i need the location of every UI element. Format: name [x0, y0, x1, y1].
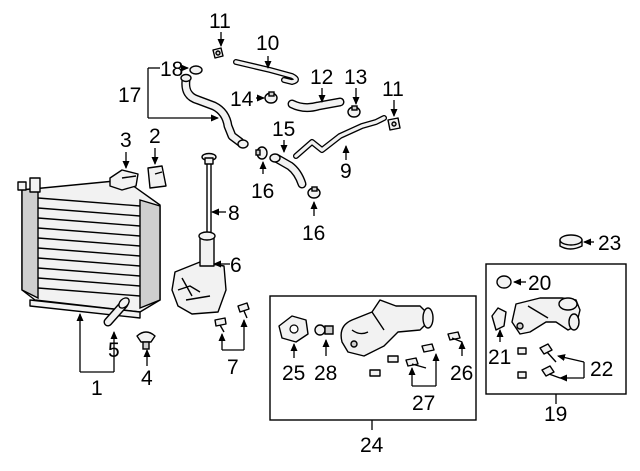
callout-11-right: 11	[382, 78, 404, 101]
group-box-24	[269, 295, 477, 421]
callout-26: 26	[450, 362, 473, 385]
water-outlet	[511, 297, 581, 335]
bypass-hose	[233, 59, 299, 85]
callout-1: 1	[91, 377, 103, 400]
callout-13: 13	[344, 66, 367, 89]
callout-20: 20	[528, 272, 551, 295]
leader-lines	[76, 32, 594, 430]
outlet-gasket	[491, 307, 507, 331]
callout-19: 19	[544, 403, 567, 426]
pressure-cap	[559, 234, 583, 250]
radiator	[17, 177, 161, 319]
callout-24: 24	[360, 434, 384, 457]
o-ring	[496, 275, 512, 289]
callout-10: 10	[256, 32, 279, 55]
callout-4: 4	[141, 367, 153, 390]
gasket	[278, 315, 309, 343]
callout-5: 5	[108, 339, 120, 362]
drain-plug	[136, 331, 156, 350]
callout-3: 3	[120, 129, 132, 152]
callout-7: 7	[227, 356, 239, 379]
callout-labels: 1 2 3 4 5 6 7 8 9 10 11 11 12 13 14 15 1…	[91, 10, 621, 457]
callout-23: 23	[598, 232, 621, 255]
radiator-bracket	[109, 169, 139, 191]
callout-28: 28	[314, 362, 337, 385]
callout-2: 2	[149, 125, 161, 148]
callout-16-lower: 16	[302, 222, 325, 245]
bleeder-screw-right	[387, 117, 401, 131]
dipstick	[201, 152, 217, 232]
callout-15: 15	[272, 118, 295, 141]
callout-17: 17	[118, 84, 141, 107]
callout-12: 12	[310, 66, 333, 89]
callout-21: 21	[488, 346, 511, 369]
callout-27: 27	[412, 392, 435, 415]
mounting-bracket	[147, 165, 167, 189]
callout-9: 9	[340, 160, 352, 183]
lower-hose	[103, 297, 130, 327]
hose-clamp-16-upper	[255, 146, 268, 160]
bleeder-screw-top	[212, 47, 224, 59]
callout-11-top: 11	[209, 10, 231, 33]
callout-14: 14	[230, 88, 254, 111]
callout-22: 22	[590, 358, 613, 381]
thermostat-plug	[314, 324, 334, 336]
callout-25: 25	[282, 362, 305, 385]
housing-bolts	[369, 331, 463, 377]
bypass-pipe	[293, 115, 387, 159]
outlet-bolts	[517, 343, 561, 379]
reservoir-bolts	[214, 302, 250, 333]
callout-18: 18	[160, 58, 183, 81]
water-outlet-housing	[340, 299, 434, 357]
callout-8: 8	[228, 202, 240, 225]
coolant-reservoir	[171, 231, 227, 315]
heater-hose	[269, 153, 307, 189]
heater-hose-assembly	[180, 73, 249, 149]
hose-clamp-14	[264, 91, 278, 104]
callout-16-upper: 16	[251, 180, 274, 203]
callout-6: 6	[230, 254, 242, 277]
hose-clamp-13	[347, 105, 361, 118]
upper-radiator-hose	[287, 97, 345, 113]
hose-cap	[189, 65, 203, 75]
hose-clamp-16-lower	[307, 186, 321, 199]
